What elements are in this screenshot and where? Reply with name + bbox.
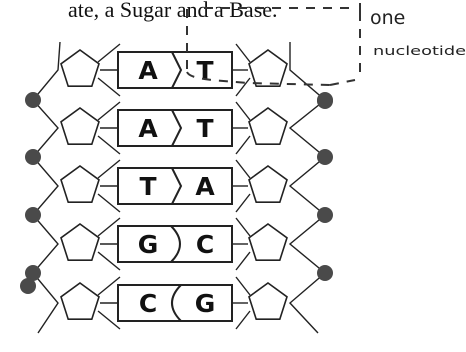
left-diagonal-link: [98, 78, 120, 96]
annotation-one: one: [370, 7, 405, 29]
right-base-letter: A: [195, 172, 215, 201]
left-sugar-pentagon: [61, 108, 99, 144]
annotation-nucleotide: nucleotide: [373, 44, 466, 58]
left-sugar-pentagon: [61, 283, 99, 319]
right-diagonal-link: [236, 277, 250, 295]
right-diagonal-link: [236, 160, 250, 178]
left-diagonal-link: [98, 277, 120, 295]
left-phosphate-dot: [25, 207, 41, 223]
left-phosphate-dot: [25, 92, 41, 108]
left-diagonal-link: [98, 102, 120, 120]
left-diagonal-link: [98, 194, 120, 212]
left-phosphate-dot: [20, 278, 36, 294]
right-sugar-pentagon: [249, 283, 287, 319]
right-diagonal-link: [236, 78, 250, 96]
left-sugar-pentagon: [61, 50, 99, 86]
right-diagonal-link: [236, 102, 250, 120]
right-sugar-pentagon: [249, 50, 287, 86]
right-phosphate-dot: [317, 93, 333, 109]
right-phosphate-dot: [317, 207, 333, 223]
left-diagonal-link: [98, 311, 120, 329]
caption-text: ate, a Sugar and a Base.: [68, 0, 278, 22]
left-diagonal-link: [98, 160, 120, 178]
left-phosphate-dot: [25, 149, 41, 165]
right-sugar-pentagon: [249, 224, 287, 260]
left-base-letter: G: [138, 230, 159, 259]
left-base-letter: A: [138, 114, 158, 143]
right-diagonal-link: [236, 136, 250, 154]
left-base-letter: T: [139, 172, 156, 201]
right-diagonal-link: [236, 194, 250, 212]
right-backbone-line: [290, 42, 325, 333]
right-diagonal-link: [236, 311, 250, 329]
left-diagonal-link: [98, 218, 120, 236]
left-diagonal-link: [98, 252, 120, 270]
left-base-letter: A: [138, 56, 158, 85]
right-sugar-pentagon: [249, 166, 287, 202]
right-diagonal-link: [236, 218, 250, 236]
right-phosphate-dot: [317, 149, 333, 165]
left-sugar-pentagon: [61, 166, 99, 202]
right-base-letter: T: [196, 114, 213, 143]
left-sugar-pentagon: [61, 224, 99, 260]
right-base-letter: G: [195, 289, 216, 318]
right-sugar-pentagon: [249, 108, 287, 144]
left-diagonal-link: [98, 44, 120, 62]
right-phosphate-dot: [317, 265, 333, 281]
right-base-letter: C: [196, 230, 214, 259]
left-diagonal-link: [98, 136, 120, 154]
right-diagonal-link: [236, 252, 250, 270]
right-base-letter: T: [196, 56, 213, 85]
left-backbone-line: [33, 42, 60, 333]
left-base-letter: C: [139, 289, 157, 318]
right-diagonal-link: [236, 44, 250, 62]
